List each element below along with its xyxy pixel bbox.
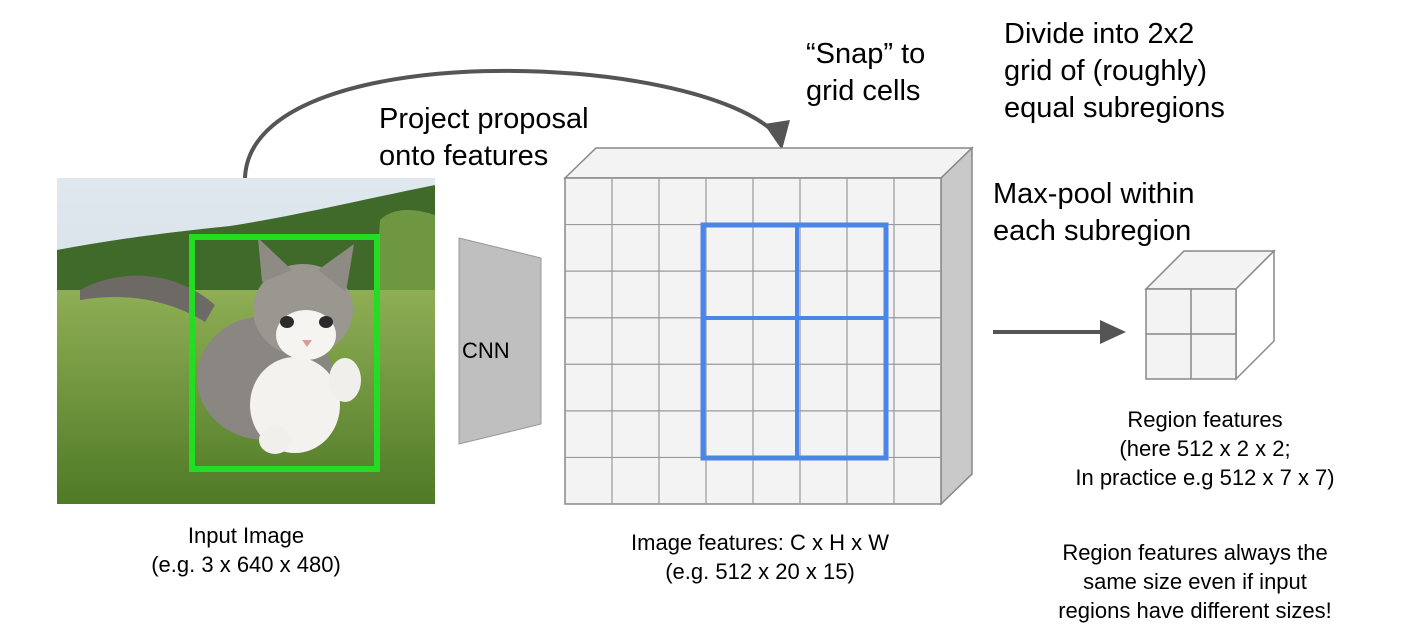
cnn-label: CNN xyxy=(462,338,510,363)
snapped-region-box xyxy=(700,222,889,461)
project-proposal-label: Project proposal onto features xyxy=(379,103,589,172)
maxpool-label: Max-pool within each subregion xyxy=(993,178,1195,247)
kitten-illustration xyxy=(80,238,361,454)
projection-arrowhead xyxy=(764,120,790,150)
divide-grid-label: Divide into 2x2 grid of (roughly) equal … xyxy=(1004,18,1225,124)
pool-arrowhead xyxy=(1100,320,1126,344)
proposal-box xyxy=(189,234,380,472)
input-image xyxy=(57,178,435,504)
snap-to-grid-label: “Snap” to grid cells xyxy=(806,38,926,107)
feature-volume-top xyxy=(563,147,974,179)
projection-arrow xyxy=(243,68,780,179)
cnn-block xyxy=(458,237,542,445)
snapped-region xyxy=(700,222,889,461)
region-features-caption: Region features (here 512 x 2 x 2; In pr… xyxy=(1075,407,1335,490)
input-image-caption: Input Image (e.g. 3 x 640 x 480) xyxy=(151,523,341,577)
region-features-cube xyxy=(1144,249,1276,381)
region-features-note: Region features always the same size eve… xyxy=(1058,540,1332,623)
feature-volume xyxy=(563,146,974,506)
image-features-caption: Image features: C x H x W (e.g. 512 x 20… xyxy=(631,530,889,584)
feature-volume-side xyxy=(940,146,973,506)
